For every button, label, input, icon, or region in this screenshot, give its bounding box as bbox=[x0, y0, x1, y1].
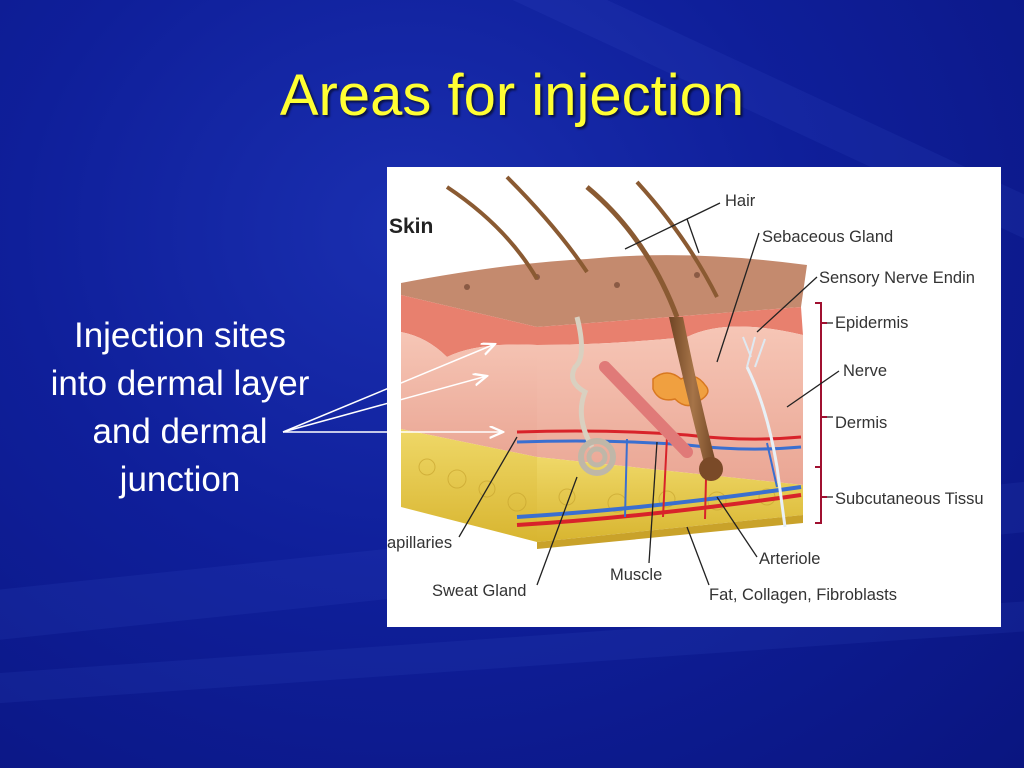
label-nerve: Nerve bbox=[843, 362, 887, 380]
epidermis-left bbox=[401, 295, 537, 357]
label-hair: Hair bbox=[725, 192, 756, 210]
callout-arrow bbox=[282, 344, 495, 433]
figure-title: Skin bbox=[389, 215, 433, 238]
nerve bbox=[745, 366, 787, 528]
caption-line: junction bbox=[119, 460, 241, 499]
skin-diagram: Skin Hair Sebaceous Gland Sensory Nerve … bbox=[387, 167, 1001, 627]
sensory-nerve-ending bbox=[742, 336, 766, 368]
sweat-gland-coil bbox=[578, 438, 616, 476]
epidermis-right bbox=[537, 307, 803, 345]
label-sweat-gland: Sweat Gland bbox=[432, 582, 526, 600]
label-sensory-nerve-ending: Sensory Nerve Endin bbox=[819, 269, 975, 287]
leader-lines bbox=[458, 202, 840, 586]
label-arteriole: Arteriole bbox=[759, 550, 820, 568]
sweat-duct bbox=[570, 316, 595, 449]
skin-pore bbox=[614, 282, 620, 288]
label-capillaries: apillaries bbox=[387, 534, 452, 552]
fat-left bbox=[401, 429, 537, 542]
slide-title: Areas for injection bbox=[279, 63, 745, 128]
hair-shaft bbox=[445, 185, 539, 280]
caption-line: and dermal bbox=[92, 412, 268, 451]
hair-follicle bbox=[669, 317, 717, 467]
hair-bulb bbox=[699, 457, 723, 481]
hair-shaft bbox=[585, 185, 680, 318]
skin-pore bbox=[694, 272, 700, 278]
arrector-muscle bbox=[599, 361, 693, 458]
caption-line: into dermal layer bbox=[50, 364, 310, 403]
fat-right bbox=[537, 457, 803, 542]
label-epidermis: Epidermis bbox=[835, 314, 908, 332]
caption-line: Injection sites bbox=[73, 316, 287, 355]
artery bbox=[516, 493, 802, 527]
sweat-gland-coil bbox=[586, 446, 608, 468]
callout-arrow bbox=[282, 376, 487, 433]
hair-shaft bbox=[505, 175, 589, 274]
skin-pore bbox=[464, 284, 470, 290]
injection-caption: Injection sites into dermal layer and de… bbox=[20, 312, 340, 504]
hair-shaft bbox=[635, 180, 719, 298]
skin-illustration: Skin Hair Sebaceous Gland Sensory Nerve … bbox=[387, 175, 984, 604]
label-sebaceous-gland: Sebaceous Gland bbox=[762, 228, 893, 246]
label-fat-collagen-fibroblasts: Fat, Collagen, Fibroblasts bbox=[709, 586, 897, 604]
label-muscle: Muscle bbox=[610, 566, 662, 584]
label-dermis: Dermis bbox=[835, 414, 887, 432]
artery bbox=[516, 429, 802, 441]
dermis-left bbox=[401, 332, 537, 457]
layer-bracket bbox=[815, 302, 827, 524]
vein bbox=[624, 438, 778, 518]
label-subcutaneous-tissue: Subcutaneous Tissu bbox=[835, 490, 984, 508]
fat-bottom bbox=[537, 515, 803, 549]
